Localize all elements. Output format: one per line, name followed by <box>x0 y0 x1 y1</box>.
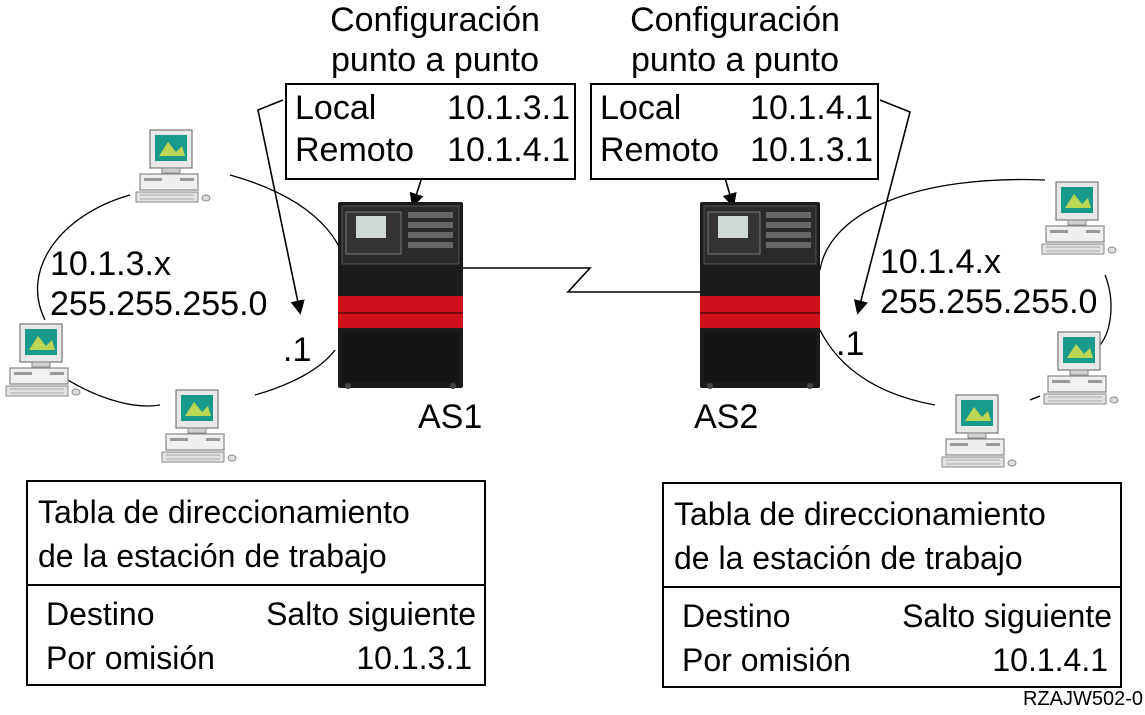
left-local-label: Local <box>295 89 377 127</box>
right-remote-label: Remoto <box>600 131 720 169</box>
right-lan-ring-bottom <box>819 329 936 406</box>
server-icon <box>700 202 820 389</box>
right-table-body: Destino Salto siguiente Por omisión 10.1… <box>664 588 1120 686</box>
right-routing-table: Tabla de direccionamiento de la estación… <box>662 482 1122 688</box>
left-remote-value: 10.1.4.1 <box>447 131 570 169</box>
left-mask: 255.255.255.0 <box>50 285 268 323</box>
workstation-icon <box>5 323 81 397</box>
figure-caption: RZAJW502-0 <box>1022 688 1143 710</box>
workstation-icon <box>161 389 237 463</box>
left-local-value: 10.1.3.1 <box>447 89 570 127</box>
right-local-arrow <box>853 99 911 315</box>
left-lan-ring-bottomright <box>254 349 336 396</box>
right-table-title-line2: de la estación de trabajo <box>674 540 1023 576</box>
left-col-next: Salto siguiente <box>266 596 476 632</box>
right-lan-ring <box>819 178 1046 271</box>
left-remote-label: Remoto <box>295 131 415 169</box>
workstation-icon <box>1041 181 1117 255</box>
right-config-title-line2: punto a punto <box>631 41 839 79</box>
left-host-suffix: .1 <box>283 331 312 369</box>
workstation-left-mid <box>2 322 84 409</box>
workstation-right-mid <box>1040 330 1122 417</box>
left-config-title-line2: punto a punto <box>331 41 539 79</box>
left-row-dest: Por omisión <box>46 640 215 676</box>
left-local-arrow <box>257 99 305 315</box>
right-table-header: Tabla de direccionamiento de la estación… <box>664 484 1120 588</box>
left-table-title-line1: Tabla de direccionamiento <box>38 494 410 530</box>
right-col-next: Salto siguiente <box>902 598 1112 634</box>
right-config-title: Configuración punto a punto <box>590 0 880 80</box>
left-col-dest: Destino <box>46 596 155 632</box>
workstation-icon <box>1043 331 1119 405</box>
right-host-suffix: .1 <box>836 325 865 363</box>
server-as2 <box>700 200 820 390</box>
workstation-right-top <box>1038 180 1120 267</box>
right-row-next: 10.1.4.1 <box>992 642 1108 678</box>
workstation-icon <box>941 394 1017 468</box>
left-table-title-line2: de la estación de trabajo <box>38 538 387 574</box>
server-as2-name: AS2 <box>694 398 759 436</box>
server-as1 <box>338 200 463 390</box>
right-config-title-line1: Configuración <box>630 1 840 39</box>
right-table-title-line1: Tabla de direccionamiento <box>674 496 1046 532</box>
left-table-body: Destino Salto siguiente Por omisión 10.1… <box>28 586 484 684</box>
left-table-header: Tabla de direccionamiento de la estación… <box>28 482 484 586</box>
right-network: 10.1.4.x <box>880 243 1001 281</box>
serial-link <box>463 267 700 293</box>
workstation-icon <box>135 129 211 203</box>
right-row-dest: Por omisión <box>682 642 851 678</box>
right-local-label: Local <box>600 89 682 127</box>
server-icon <box>338 202 463 389</box>
right-remote-value: 10.1.3.1 <box>750 131 873 169</box>
left-config-title-line1: Configuración <box>330 1 540 39</box>
right-mask: 255.255.255.0 <box>880 283 1098 321</box>
left-config-title: Configuración punto a punto <box>290 0 580 80</box>
left-lan-ring-left <box>36 194 131 321</box>
server-as1-name: AS1 <box>418 398 483 436</box>
right-local-value: 10.1.4.1 <box>750 89 873 127</box>
workstation-left-top <box>132 128 214 215</box>
left-network: 10.1.3.x <box>50 245 171 283</box>
right-lan-ring-right <box>1099 274 1112 346</box>
left-routing-table: Tabla de direccionamiento de la estación… <box>26 480 486 686</box>
left-config-box: Local 10.1.3.1 Remoto 10.1.4.1 <box>285 83 576 180</box>
workstation-right-bottom <box>938 393 1020 480</box>
left-lan-ring-bottom <box>59 374 161 407</box>
left-network-label: 10.1.3.x 255.255.255.0 <box>50 244 267 324</box>
right-config-box: Local 10.1.4.1 Remoto 10.1.3.1 <box>590 83 879 180</box>
workstation-left-bottom <box>158 388 240 475</box>
right-lan-ring-br <box>1029 395 1041 401</box>
right-col-dest: Destino <box>682 598 791 634</box>
right-network-label: 10.1.4.x 255.255.255.0 <box>880 242 1097 322</box>
left-row-next: 10.1.3.1 <box>356 640 472 676</box>
